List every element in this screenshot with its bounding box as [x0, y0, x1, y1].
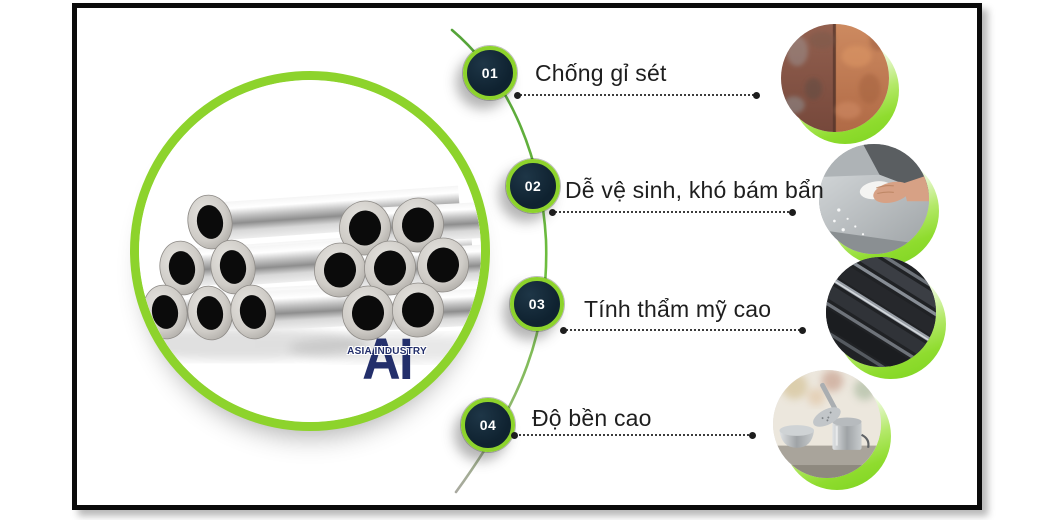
- steel-pipes-photo-clip: [139, 80, 481, 422]
- step-badge-01: 01: [463, 46, 517, 100]
- step-number: 02: [524, 178, 542, 194]
- logo-monogram: AI: [362, 327, 414, 392]
- feature-label-rust-resistance: Chống gỉ sét: [535, 60, 667, 86]
- asia-industry-logo: AI ASIA INDUSTRY: [339, 327, 435, 395]
- step-number: 03: [528, 296, 546, 312]
- feature-label-easy-clean: Dễ vệ sinh, khó bám bẩn: [565, 177, 825, 203]
- dotted-connector-3: [560, 326, 806, 334]
- steel-cookware-photo: [773, 370, 893, 492]
- step-number: 04: [479, 417, 497, 433]
- step-number: 01: [481, 65, 499, 81]
- feature-label-aesthetics: Tính thẩm mỹ cao: [584, 296, 772, 322]
- feature-label-durability: Độ bền cao: [532, 405, 652, 431]
- dotted-connector-4: [511, 431, 756, 439]
- logo-caption: ASIA INDUSTRY: [347, 346, 427, 357]
- step-badge-04: 04: [461, 398, 515, 452]
- wiping-clean-photo: [819, 144, 941, 268]
- steel-pipes-illustration: [139, 80, 481, 422]
- dotted-connector-1: [514, 91, 760, 99]
- step-badge-02: 02: [506, 159, 560, 213]
- rusty-metal-photo: [781, 24, 901, 146]
- steel-pipes-hero-photo: AI ASIA INDUSTRY: [130, 71, 490, 431]
- dotted-connector-2: [549, 208, 796, 216]
- step-badge-03: 03: [510, 277, 564, 331]
- polished-steel-photo: [826, 257, 948, 381]
